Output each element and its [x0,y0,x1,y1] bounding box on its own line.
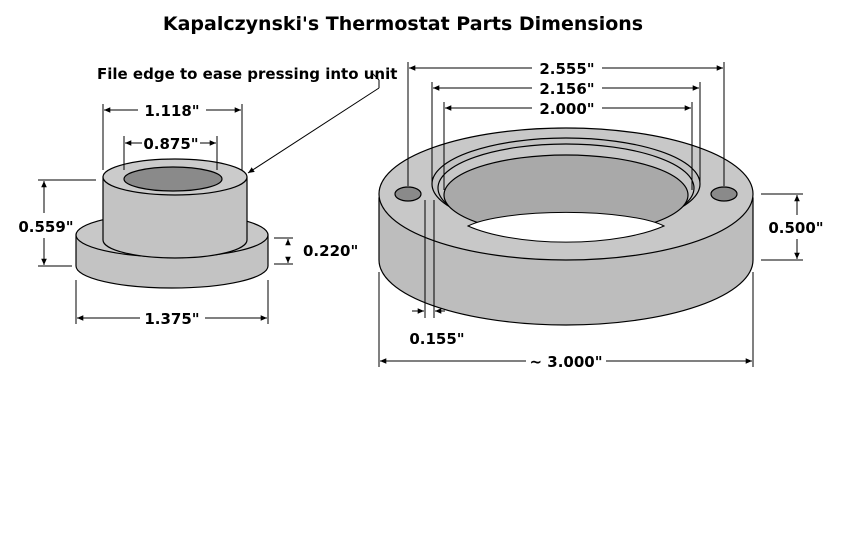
ring-bore-through [466,211,666,243]
bushing-flange-diameter-dim: 1.375" [75,280,269,328]
ring-outer-diameter-label: ~ 3.000" [529,353,602,371]
ring-hole-diameter-label: 0.155" [409,330,464,348]
bushing-top-diameter-label: 1.118" [144,102,199,120]
ring-recess-diameter-label: 2.156" [539,80,594,98]
bushing-flange-height-label: 0.220" [303,242,358,260]
ring-outer-diameter-dim: ~ 3.000" [378,272,754,371]
ring-mount-hole-left [394,186,422,202]
ring-bolt-circle-label: 2.555" [539,60,594,78]
ring-mount-hole-right [710,186,738,202]
ring-recess-diameter-dim: 2.156" [431,80,701,185]
bushing-total-height-dim: 0.559" [18,179,96,267]
bushing-bore-dim: 0.875" [123,135,218,170]
bushing-top-diameter-dim: 1.118" [102,102,243,170]
ring-bolt-circle-dim: 2.555" [407,60,725,186]
file-edge-annotation: File edge to ease pressing into unit [97,65,397,174]
ring-thickness-dim: 0.500" [761,193,824,261]
bushing-flange-diameter-label: 1.375" [144,310,199,328]
bushing-cylinder-side [102,176,248,259]
page-title: Kapalczynski's Thermostat Parts Dimensio… [163,13,643,35]
bushing-flange-height-dim: 0.220" [274,237,358,265]
file-edge-note: File edge to ease pressing into unit [97,65,397,83]
ring-thickness-label: 0.500" [768,219,823,237]
bushing-bore [123,166,223,192]
ring-bore-diameter-dim: 2.000" [443,100,693,190]
bushing-total-height-label: 0.559" [18,218,73,236]
bushing-part [75,158,269,289]
ring-part [378,127,754,326]
bushing-bore-label: 0.875" [143,135,198,153]
ring-bore-diameter-label: 2.000" [539,100,594,118]
ring-hole-diameter-dim: 0.155" [409,200,465,348]
